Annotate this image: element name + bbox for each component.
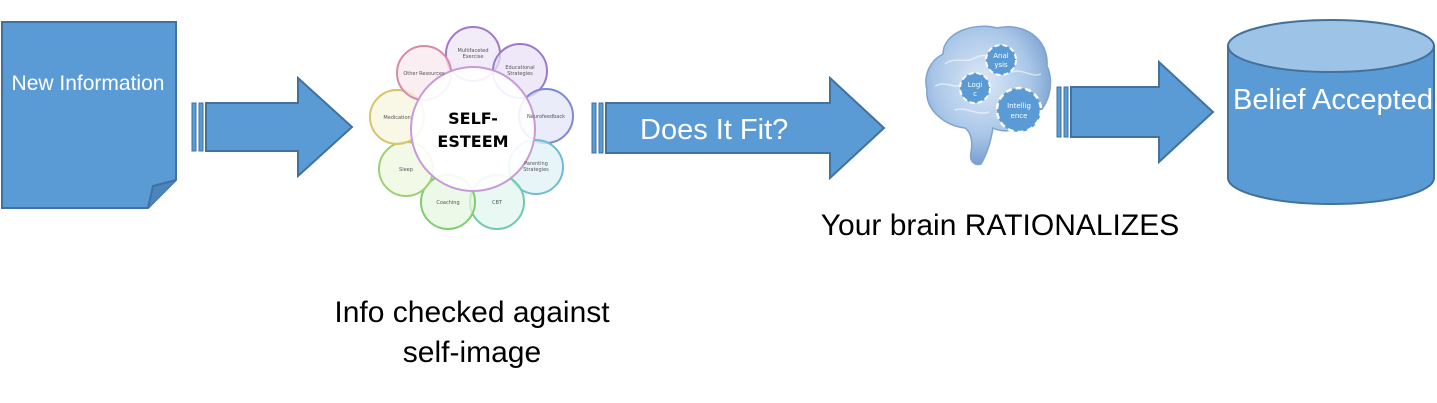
does-it-fit-label: Does It Fit?	[640, 112, 850, 148]
svg-text:c: c	[973, 90, 977, 98]
svg-text:Exercise: Exercise	[463, 54, 484, 60]
svg-text:ysis: ysis	[994, 61, 1008, 69]
brain-caption: Your brain RATIONALIZES	[790, 206, 1210, 246]
svg-text:Anal: Anal	[993, 52, 1009, 60]
gear-intelligence-icon: Intellig ence	[997, 88, 1041, 132]
arrow-1	[190, 76, 358, 186]
self-image-caption: Info checked against self-image	[302, 293, 642, 373]
petal-label-coaching: Coaching	[436, 200, 459, 206]
petal-label-medication: Medication	[383, 115, 410, 121]
svg-text:Intellig: Intellig	[1007, 102, 1031, 110]
petal-label-cbt: CBT	[492, 200, 503, 206]
svg-text:Strategies: Strategies	[507, 71, 533, 77]
petal-label-other-resources: Other Resources	[403, 71, 445, 77]
gear-logic-icon: Logi c	[960, 73, 990, 103]
belief-accepted-label: Belief Accepted	[1228, 84, 1437, 117]
svg-text:Strategies: Strategies	[523, 167, 549, 173]
new-information-label: New Information	[0, 70, 176, 98]
new-information-document	[0, 20, 180, 212]
self-esteem-center-line-1: SELF-	[448, 109, 498, 128]
petal-label-neurofeedback: Neurofeedback	[527, 114, 565, 120]
svg-text:ence: ence	[1011, 112, 1028, 120]
brain-illustration: Anal ysis Logi c Intellig ence	[915, 14, 1055, 174]
svg-text:Logi: Logi	[968, 81, 983, 89]
self-esteem-center-line-2: ESTEEM	[437, 132, 508, 151]
gear-analysis-icon: Anal ysis	[986, 45, 1016, 75]
arrow-3	[1055, 58, 1220, 168]
self-esteem-hub	[411, 67, 535, 191]
petal-label-sleep: Sleep	[399, 167, 413, 173]
self-esteem-diagram: SELF- ESTEEM Multifaceted Exercise Educa…	[362, 16, 584, 238]
